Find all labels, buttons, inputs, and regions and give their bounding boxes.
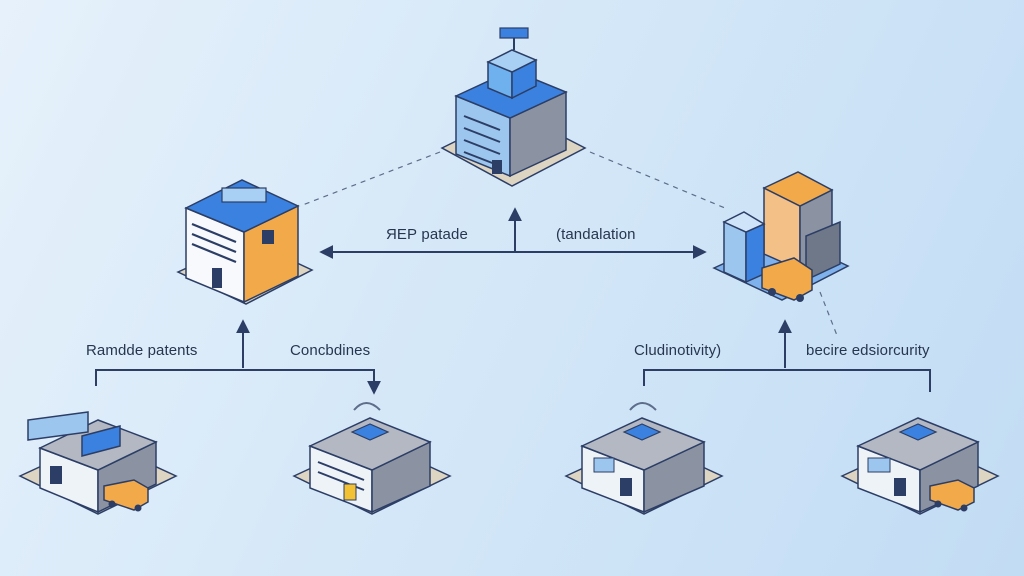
label-hub-right: (tandalation [556, 226, 636, 243]
right-branch-bracket [643, 369, 931, 392]
dashed-link-center-left [299, 151, 441, 207]
office-building-icon [176, 179, 314, 305]
dashed-link-center-right [589, 151, 726, 209]
label-hub-left: ЯЕР рatade [386, 226, 468, 243]
label-left-a: Ramdde patents [86, 342, 198, 359]
label-right-a: Cludinotivity) [634, 342, 722, 359]
city-block-icon [712, 171, 850, 302]
warehouse-icon [292, 402, 452, 515]
solid-connectors [95, 207, 931, 395]
warehouse-icon [564, 402, 724, 515]
dashed-link-right-down [819, 291, 839, 339]
dashed-connectors [299, 151, 839, 339]
label-right-b: becire edsiorcurity [806, 342, 930, 359]
warehouse-truck-icon [840, 417, 1000, 515]
label-left-b: Concbdines [290, 342, 371, 359]
tower-building-icon [440, 27, 587, 187]
warehouse-truck-icon [18, 411, 178, 515]
left-branch-bracket [95, 369, 381, 395]
